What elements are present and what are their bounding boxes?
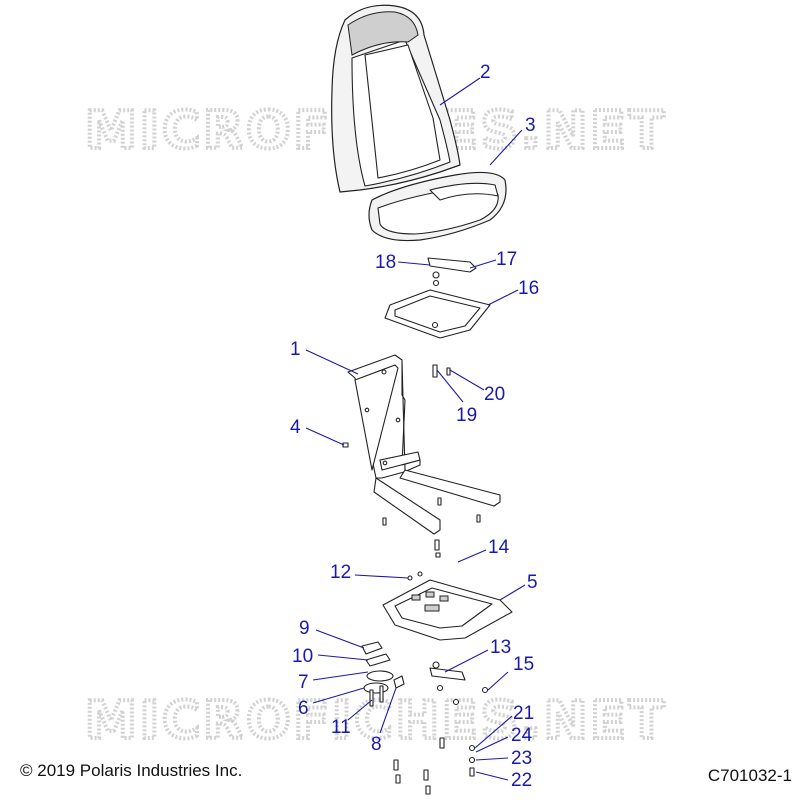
callout-17: 17 (496, 249, 517, 270)
copyright-notice: © 2019 Polaris Industries Inc. (20, 761, 243, 780)
mounting-plate (384, 289, 491, 339)
callout-2: 2 (480, 62, 491, 83)
callout-14: 14 (488, 537, 510, 558)
callouts: 2 3 18 17 16 1 20 19 4 14 12 5 9 10 7 6 … (290, 62, 539, 791)
callout-19: 19 (456, 405, 477, 426)
callout-23: 23 (511, 748, 532, 769)
callout-8: 8 (371, 734, 382, 755)
figure-code: C701032-1 (707, 766, 792, 785)
callout-10: 10 (292, 646, 313, 667)
callout-7: 7 (298, 672, 309, 693)
callout-16: 16 (518, 278, 539, 299)
seat-cushion (368, 171, 507, 242)
callout-20: 20 (484, 384, 505, 405)
callout-1: 1 (290, 339, 301, 360)
latch-parts (361, 641, 405, 707)
seat-bracket (427, 257, 477, 287)
callout-24: 24 (511, 725, 533, 746)
slider-bracket (429, 661, 489, 706)
leader-lines (305, 77, 526, 781)
seat-back (331, 4, 461, 193)
callout-12: 12 (330, 562, 351, 583)
callout-15: 15 (513, 654, 534, 675)
bottom-hardware (393, 737, 476, 795)
callout-3: 3 (525, 115, 536, 136)
callout-22: 22 (511, 770, 532, 791)
callout-4: 4 (290, 417, 301, 438)
callout-21: 21 (513, 703, 534, 724)
callout-9: 9 (299, 618, 310, 639)
callout-5: 5 (527, 572, 538, 593)
callout-18: 18 (375, 252, 396, 273)
callout-13: 13 (490, 637, 511, 658)
callout-6: 6 (298, 698, 309, 719)
callout-11: 11 (331, 717, 351, 738)
seat-frame (347, 354, 501, 535)
seat-base (382, 579, 513, 641)
watermark-bottom: MICROFICHES.NET (85, 691, 667, 751)
